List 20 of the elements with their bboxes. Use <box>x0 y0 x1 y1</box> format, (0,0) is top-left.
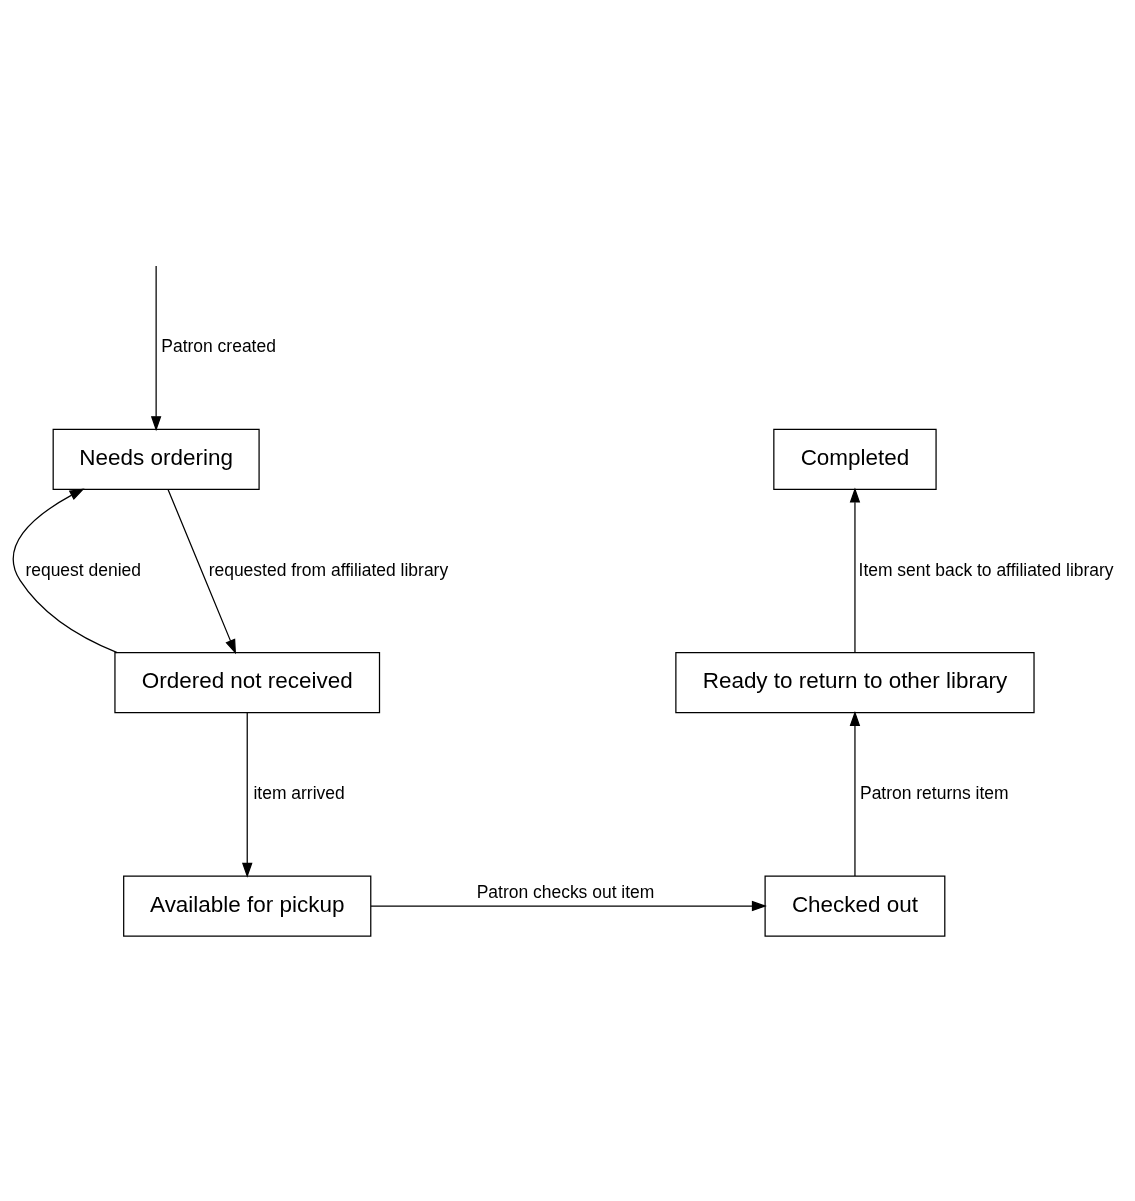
edge-label: Item sent back to affiliated library <box>858 559 1114 580</box>
edge-label: request denied <box>25 559 141 580</box>
arrow <box>12 488 118 654</box>
edge-label: Patron created <box>161 336 276 357</box>
edge-label: Patron checks out item <box>476 881 655 902</box>
node-box: Needs ordering <box>52 428 260 490</box>
arrow <box>241 712 253 878</box>
node-box: Checked out <box>764 875 946 937</box>
node-box: Ordered not received <box>114 652 381 714</box>
arrow <box>849 487 861 654</box>
edge-label: Patron returns item <box>859 782 1009 803</box>
arrow <box>370 900 767 912</box>
arrow <box>167 488 237 655</box>
arrow <box>849 710 861 877</box>
arrow <box>150 265 162 432</box>
edge-label: item arrived <box>253 782 345 803</box>
node-box: Completed <box>773 428 937 490</box>
node-box: Ready to return to other library <box>675 652 1035 714</box>
node-box: Available for pickup <box>123 875 372 937</box>
edge-label: requested from affiliated library <box>208 559 449 580</box>
